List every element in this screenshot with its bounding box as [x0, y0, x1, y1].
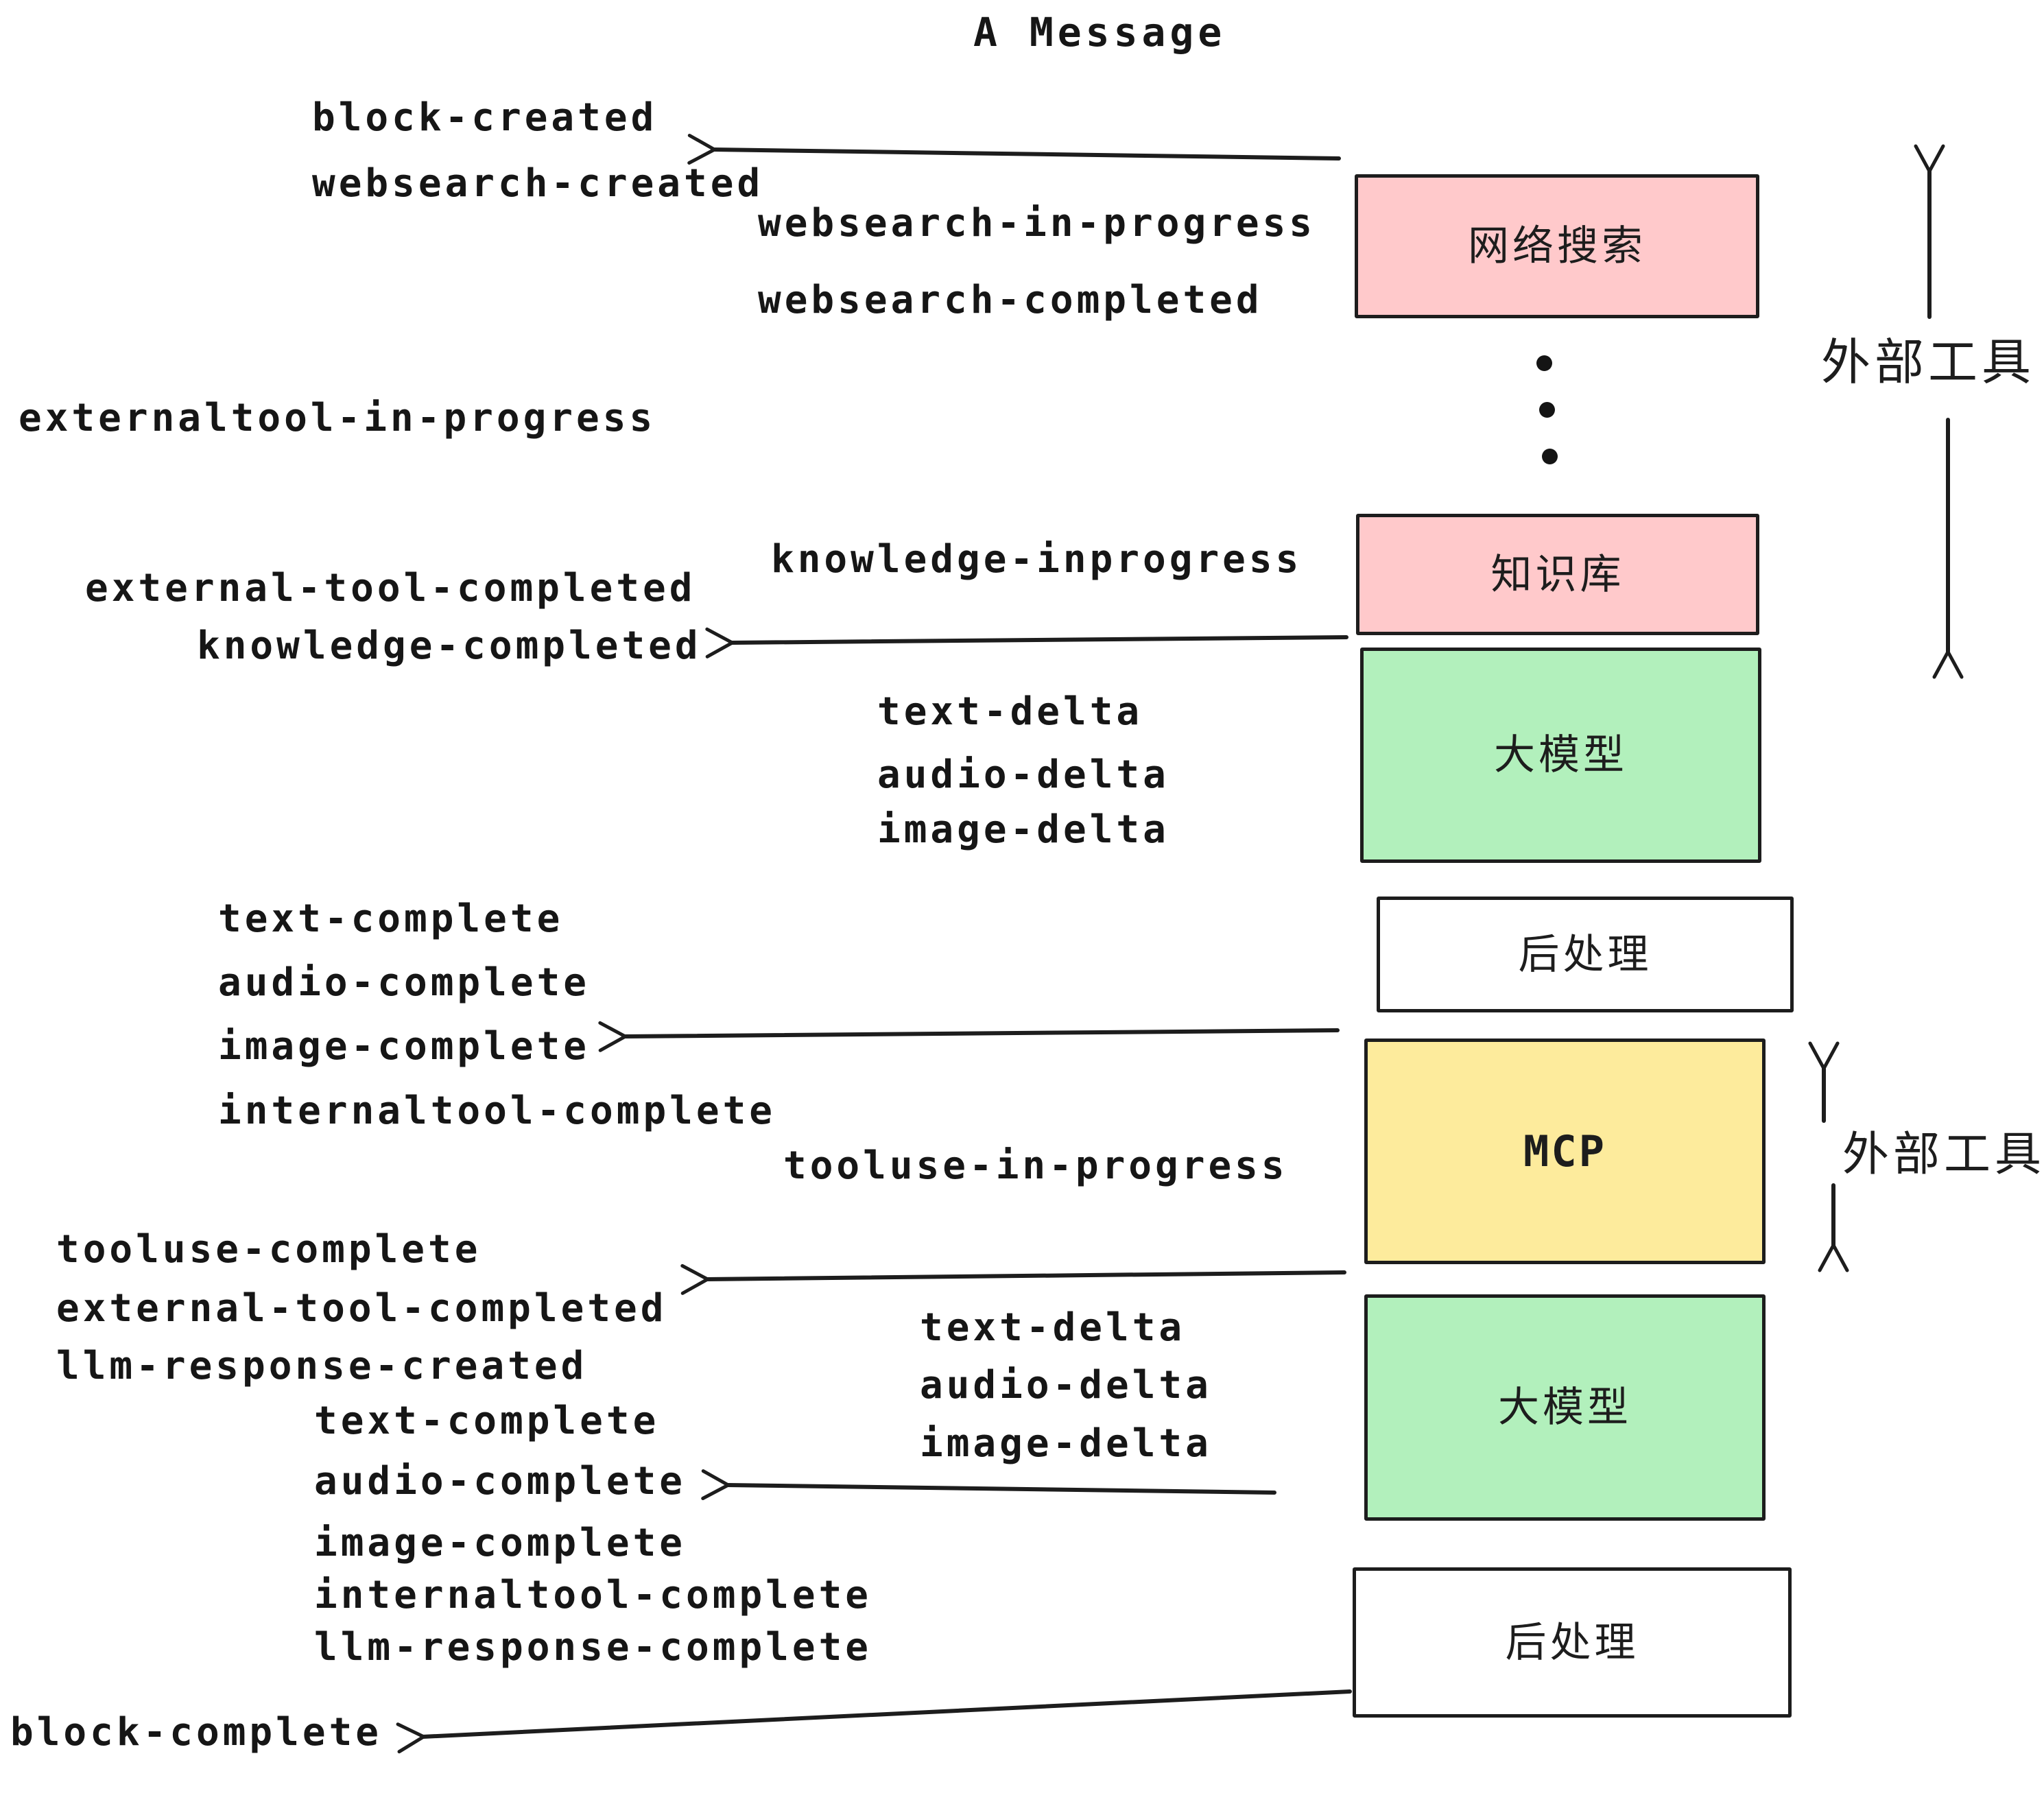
box-websearch: 网络搜索	[1355, 174, 1759, 318]
event-external-tool-completed-2: external-tool-completed	[56, 1286, 667, 1331]
box-postprocess-2-label: 后处理	[1505, 1618, 1639, 1667]
arrow-knowledge-completed	[705, 627, 1348, 658]
event-text-delta-1: text-delta	[877, 689, 1143, 734]
box-postprocess-1-label: 后处理	[1518, 930, 1652, 979]
external-tools-label-1: 外部工具	[1821, 333, 2036, 391]
box-postprocess-1: 后处理	[1377, 897, 1794, 1012]
event-tooluse-in-progress: tooluse-in-progress	[783, 1143, 1288, 1188]
event-internaltool-complete-2: internaltool-complete	[314, 1573, 872, 1617]
arrow-tooluse-complete	[680, 1263, 1346, 1295]
event-image-delta-1: image-delta	[877, 807, 1169, 852]
box-mcp: MCP	[1364, 1039, 1766, 1264]
ellipsis-dot	[1542, 449, 1558, 464]
event-knowledge-completed: knowledge-completed	[197, 624, 702, 668]
box-llm-1: 大模型	[1360, 648, 1761, 863]
arrow-block-complete	[396, 1689, 1352, 1754]
box-postprocess-2: 后处理	[1353, 1567, 1792, 1718]
event-websearch-completed: websearch-completed	[758, 278, 1263, 322]
box-mcp-label: MCP	[1523, 1126, 1606, 1176]
arrow-image-complete-1	[598, 1021, 1340, 1052]
box-llm-1-label: 大模型	[1494, 731, 1628, 779]
ellipsis-dot	[1536, 355, 1552, 371]
event-audio-complete-2: audio-complete	[314, 1459, 687, 1504]
event-externaltool-in-progress: externaltool-in-progress	[19, 396, 656, 440]
event-text-complete-1: text-complete	[218, 897, 564, 941]
diagram-title: A Message	[973, 9, 1226, 56]
event-audio-delta-1: audio-delta	[877, 752, 1169, 797]
event-text-delta-2: text-delta	[920, 1305, 1186, 1350]
event-text-complete-2: text-complete	[314, 1399, 660, 1443]
event-tooluse-complete: tooluse-complete	[56, 1227, 482, 1272]
event-image-delta-2: image-delta	[920, 1421, 1212, 1466]
box-knowledge: 知识库	[1356, 514, 1759, 635]
event-llm-response-complete: llm-response-complete	[314, 1625, 872, 1670]
box-websearch-label: 网络搜索	[1468, 222, 1646, 270]
event-external-tool-completed-1: external-tool-completed	[85, 566, 696, 610]
box-knowledge-label: 知识库	[1490, 550, 1625, 599]
event-block-created: block-created	[312, 95, 658, 140]
ellipsis-dot	[1539, 402, 1555, 418]
arrow-block-created	[687, 134, 1341, 165]
box-llm-2-label: 大模型	[1498, 1384, 1632, 1432]
event-image-complete-2: image-complete	[314, 1521, 687, 1565]
event-internaltool-complete-1: internaltool-complete	[218, 1089, 776, 1133]
event-knowledge-inprogress: knowledge-inprogress	[771, 537, 1303, 582]
box-llm-2: 大模型	[1364, 1294, 1766, 1521]
event-websearch-created: websearch-created	[312, 161, 764, 206]
event-audio-delta-2: audio-delta	[920, 1363, 1212, 1408]
event-websearch-in-progress: websearch-in-progress	[758, 201, 1316, 246]
external-tools-label-2: 外部工具	[1842, 1128, 2044, 1182]
arrow-audio-complete-2	[701, 1469, 1276, 1501]
event-llm-response-created: llm-response-created	[56, 1344, 588, 1388]
event-block-complete: block-complete	[10, 1710, 383, 1755]
event-image-complete-1: image-complete	[218, 1024, 591, 1069]
event-audio-complete-1: audio-complete	[218, 960, 591, 1005]
